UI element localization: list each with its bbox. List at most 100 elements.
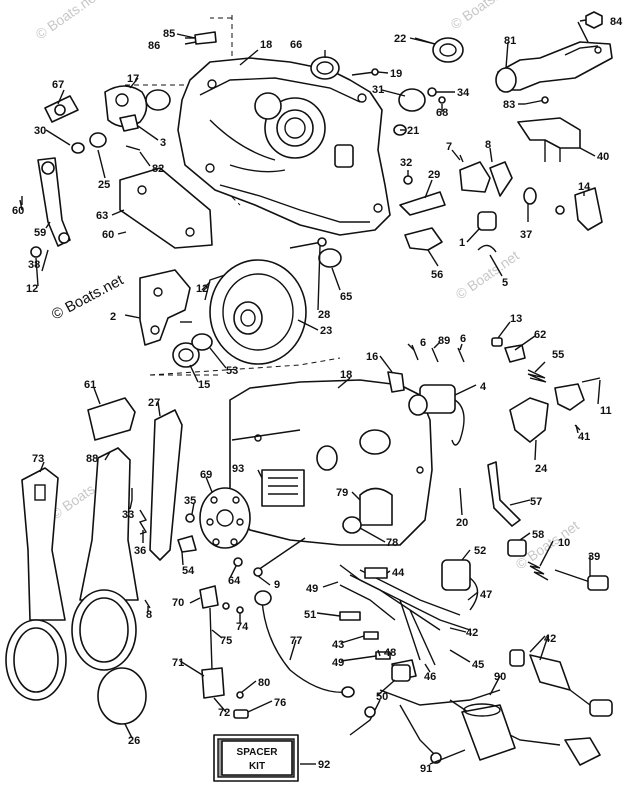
callout-42a: 42	[466, 627, 478, 639]
callout-85: 85	[163, 28, 175, 40]
callout-77: 77	[290, 635, 302, 647]
callout-29: 29	[428, 169, 440, 181]
callout-74: 74	[236, 621, 249, 633]
callout-80: 80	[258, 677, 270, 689]
callout-14: 14	[578, 181, 591, 193]
callout-79: 79	[336, 487, 348, 499]
leader-lines	[21, 19, 601, 765]
callout-34: 34	[457, 87, 470, 99]
callout-10: 10	[558, 537, 570, 549]
watermark-faint-1: © Boats.net	[33, 0, 102, 42]
callout-2: 2	[110, 311, 116, 323]
callout-72: 72	[218, 707, 230, 719]
callout-42b: 42	[544, 633, 556, 645]
callout-41: 41	[578, 431, 590, 443]
callout-47: 47	[480, 589, 492, 601]
part-77-cable	[254, 590, 355, 698]
callout-53: 53	[226, 365, 238, 377]
callout-18b: 18	[340, 369, 352, 381]
callout-9: 9	[274, 579, 280, 591]
parts-80-76	[233, 691, 249, 719]
lower-control-housing	[149, 357, 433, 546]
lower-small-hardware	[131, 488, 243, 609]
callout-66: 66	[290, 39, 302, 51]
callout-33: 33	[122, 509, 134, 521]
callout-78: 78	[386, 537, 398, 549]
spacer-kit-label-1: SPACER	[237, 747, 279, 758]
part-4-switch	[408, 384, 465, 446]
callout-48: 48	[384, 647, 396, 659]
part-88-handle	[79, 447, 139, 601]
part-91-boot	[461, 703, 516, 761]
callout-11: 11	[600, 405, 612, 417]
part-73-shift-handle	[21, 467, 66, 621]
part-27-handle	[149, 409, 183, 561]
callout-26: 26	[128, 735, 140, 747]
callout-52: 52	[474, 545, 486, 557]
callout-44: 44	[392, 567, 405, 579]
callout-63: 63	[96, 210, 108, 222]
callout-91: 91	[420, 763, 432, 775]
callout-67: 67	[52, 79, 64, 91]
part-50-plug	[391, 664, 411, 682]
part-65-bushing	[318, 248, 342, 268]
part-2-cam	[139, 269, 192, 346]
callout-43: 43	[332, 639, 344, 651]
callout-71: 71	[172, 657, 184, 669]
part-69-plate	[199, 487, 251, 549]
callout-70: 70	[172, 597, 184, 609]
callout-39: 39	[588, 551, 600, 563]
spacer-kit-label-2: KIT	[249, 761, 265, 772]
part-23-gear	[204, 259, 307, 365]
small-hardware-34-68-21	[393, 87, 446, 136]
callout-37: 37	[520, 229, 532, 241]
bushings-15-53	[172, 333, 213, 368]
callout-61: 61	[84, 379, 96, 391]
callout-73: 73	[32, 453, 44, 465]
callout-17: 17	[127, 73, 139, 85]
right-switch-parts	[399, 154, 603, 253]
callout-22: 22	[394, 33, 406, 45]
callout-16: 16	[366, 351, 378, 363]
callout-83: 83	[503, 99, 515, 111]
callout-81: 81	[504, 35, 516, 47]
callout-82: 82	[152, 163, 164, 175]
upper-control-housing	[125, 15, 391, 236]
part-31-disc	[398, 88, 426, 112]
part-85-clip	[184, 31, 217, 45]
callout-30: 30	[34, 125, 46, 137]
part-22-seal	[409, 37, 464, 63]
callout-19: 19	[390, 68, 402, 80]
callout-12b: 12	[196, 283, 208, 295]
callout-13: 13	[510, 313, 522, 325]
callout-6b: 6	[460, 333, 466, 345]
right-lower-parts	[491, 337, 601, 443]
callout-76: 76	[274, 697, 286, 709]
callout-35: 35	[184, 495, 196, 507]
callout-87: 8	[485, 139, 491, 151]
callout-38: 38	[28, 259, 40, 271]
part-63-decal	[119, 167, 213, 249]
connector-spring-pin	[507, 539, 609, 591]
part-61-spacer	[87, 397, 136, 441]
part-19-screw	[351, 68, 379, 76]
part-40-bracket	[517, 117, 581, 162]
callout-58: 58	[532, 529, 544, 541]
callout-68: 68	[436, 107, 448, 119]
callout-32: 32	[400, 157, 412, 169]
callout-36: 36	[134, 545, 146, 557]
callout-18: 18	[260, 39, 272, 51]
callout-49a: 49	[306, 583, 318, 595]
callout-7: 7	[446, 141, 452, 153]
callout-6a: 6	[420, 337, 426, 349]
callout-65: 65	[340, 291, 352, 303]
callout-40: 40	[597, 151, 609, 163]
part-84-nut	[585, 11, 603, 29]
callout-21: 21	[407, 125, 419, 137]
spacer-kit-box: SPACER KIT	[213, 734, 299, 782]
part-81-arm	[495, 21, 613, 93]
callout-89: 89	[438, 335, 450, 347]
callout-31: 31	[372, 84, 384, 96]
callout-60a: 60	[12, 205, 24, 217]
